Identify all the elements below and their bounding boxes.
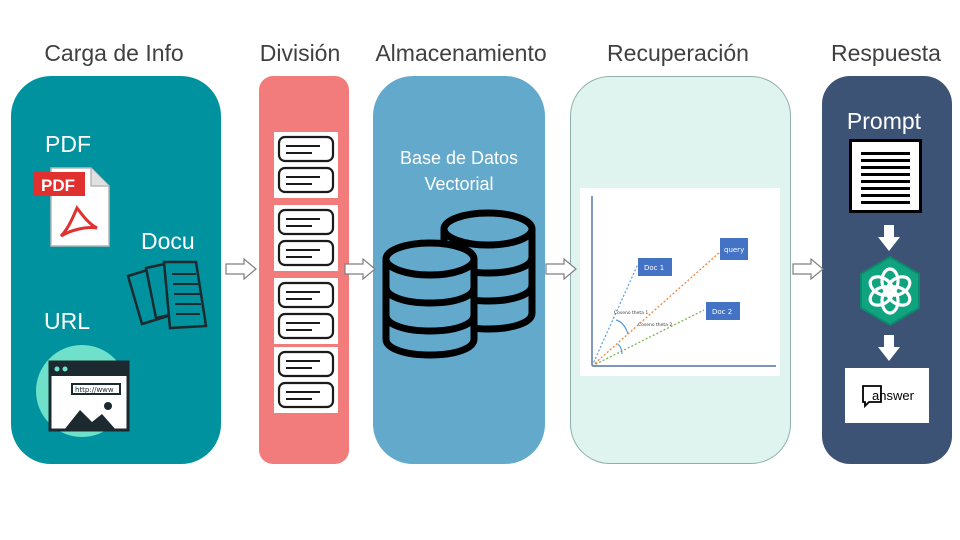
doc1-vector xyxy=(591,263,639,367)
down-arrow-2 xyxy=(878,335,900,361)
answer-label: answer xyxy=(872,388,915,403)
chunk-card xyxy=(274,132,338,198)
stage-title-division: División xyxy=(259,40,341,66)
down-arrow-1 xyxy=(878,225,900,251)
pdf-file-icon: PDF xyxy=(33,167,110,247)
angle-theta2 xyxy=(617,343,623,355)
flow-arrow-1 xyxy=(225,258,257,280)
vector-similarity-chart: Doc 1 query Doc 2 Coseno theta 1 Coseno … xyxy=(580,188,780,376)
text-chunk-icon xyxy=(277,350,335,409)
flow-arrow-2 xyxy=(344,258,376,280)
documents-icon xyxy=(126,260,208,330)
doc1-label: Doc 1 xyxy=(644,264,664,272)
stage-title-recuperacion: Recuperación xyxy=(607,40,749,66)
flow-arrow-4 xyxy=(792,258,824,280)
db-title-line1: Base de Datos xyxy=(399,148,519,168)
answer-bubble-icon xyxy=(862,385,882,409)
stage-title-almacenamiento: Almacenamiento xyxy=(375,40,547,66)
doc2-vector xyxy=(591,309,705,367)
query-vector xyxy=(591,251,721,367)
stage-title-respuesta: Respuesta xyxy=(831,40,941,66)
db-title-line2: Vectorial xyxy=(424,174,494,194)
query-label: query xyxy=(724,246,744,254)
url-label: URL xyxy=(44,308,91,334)
query-box xyxy=(720,238,748,260)
prompt-document-icon xyxy=(849,139,922,213)
chunk-card xyxy=(274,205,338,271)
theta1-label: Coseno theta 1 xyxy=(614,310,648,316)
text-chunk-icon xyxy=(277,135,335,194)
theta2-label: Coseno theta 2 xyxy=(638,322,672,328)
pdf-icon-text: PDF xyxy=(41,176,75,195)
doc1-box xyxy=(638,258,672,276)
answer-logo: answer xyxy=(845,368,929,423)
stage-title-carga: Carga de Info xyxy=(44,40,184,66)
vector-database-icon xyxy=(382,209,536,359)
prompt-label: Prompt xyxy=(846,108,922,134)
url-bar-text: http://www xyxy=(75,386,114,394)
doc2-label: Doc 2 xyxy=(712,308,732,316)
docu-label: Docu xyxy=(141,228,195,254)
chunk-card xyxy=(274,347,338,413)
flow-arrow-3 xyxy=(545,258,577,280)
web-url-icon: http://www xyxy=(36,345,130,437)
pdf-label: PDF xyxy=(45,131,91,157)
text-chunk-icon xyxy=(277,208,335,267)
text-chunk-icon xyxy=(277,281,335,340)
angle-theta1 xyxy=(615,319,629,335)
chunk-card xyxy=(274,278,338,344)
openai-logo-icon xyxy=(860,256,920,326)
doc2-box xyxy=(706,302,740,320)
